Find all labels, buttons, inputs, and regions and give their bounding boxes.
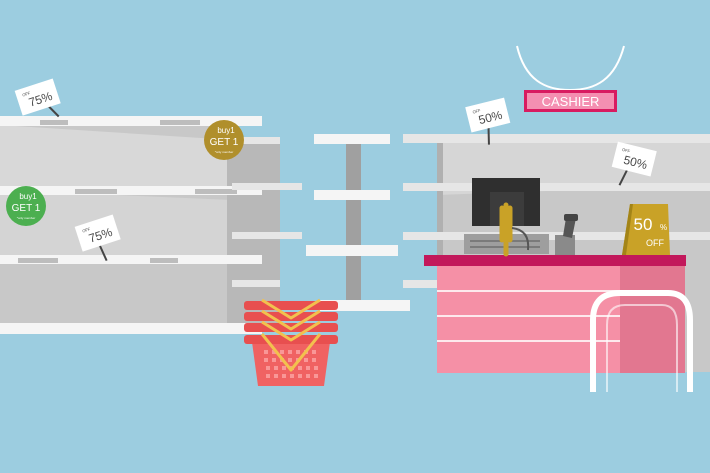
price-tag-percent: 50% <box>622 153 649 172</box>
right-shelf-board-1 <box>403 134 710 143</box>
middle-shelf-board <box>306 245 398 256</box>
price-tag: OFF 50% <box>611 141 657 186</box>
shopping-basket-stack <box>244 298 338 386</box>
promo-badge-circle <box>204 120 244 160</box>
left-shelf-unit <box>0 116 302 334</box>
promo-badge-line2: GET 1 <box>210 137 239 148</box>
right-shelf-board-2 <box>403 183 710 191</box>
counter-stripe <box>437 315 620 317</box>
price-tag-card <box>611 141 657 177</box>
shelf-label-strip <box>195 189 237 194</box>
price-tag-card <box>465 97 511 133</box>
price-tag: OFF 75% <box>74 214 121 262</box>
sign-hanging-wire <box>516 45 625 92</box>
left-shelf-board-3 <box>0 255 262 264</box>
shelf-label-strip <box>150 258 178 263</box>
shelf-label-strip <box>75 189 117 194</box>
basket-rim <box>244 301 338 310</box>
promo-badge-note: *only member <box>215 150 234 154</box>
left-shelf-board-1 <box>0 116 262 126</box>
price-tag-stick <box>98 243 108 262</box>
stand-off-label: OFF <box>646 238 664 248</box>
price-tag: OFF 50% <box>465 97 511 145</box>
side-shelf-board <box>232 280 280 287</box>
promo-badge-circle <box>6 186 46 226</box>
price-tag-stick <box>618 168 629 186</box>
cashier-sign: CASHIER <box>516 45 625 112</box>
price-tag-percent: 50% <box>477 108 504 127</box>
promo-badge-line1: buy1 <box>19 192 37 201</box>
promo-badge: buy1 GET 1 *only member <box>6 186 46 226</box>
scanner-handle <box>563 218 576 238</box>
basket-body <box>252 342 330 386</box>
stand-percent-sign: % <box>660 223 667 232</box>
shelf-label-strip <box>40 120 68 125</box>
cashier-sign-panel <box>527 93 614 109</box>
price-tag-card <box>74 214 121 252</box>
counter-discount-stand: 50 % OFF <box>622 204 670 255</box>
price-tag-card <box>14 78 61 116</box>
shelf-label-strip <box>160 120 200 125</box>
register-cable <box>499 202 513 257</box>
cash-register <box>464 178 549 257</box>
middle-shelf-board <box>314 134 390 144</box>
counter-side <box>620 263 685 373</box>
price-tag-off: OFF <box>472 108 482 115</box>
stand-percent: 50 <box>634 215 653 234</box>
price-tag-stick <box>487 126 490 145</box>
register-cord <box>511 227 530 251</box>
right-shelf-board-4 <box>403 280 443 288</box>
price-tag-off: OFF <box>22 90 32 97</box>
promo-badge-note: *only member <box>17 216 36 220</box>
promo-badge-line1: buy1 <box>217 126 235 135</box>
counter-stripe <box>437 290 620 292</box>
checkout-counter <box>424 255 693 392</box>
left-shelf-shade-1 <box>0 125 232 190</box>
basket-handles <box>260 298 322 372</box>
shelf-label-strip <box>18 258 58 263</box>
price-tag-off: OFF <box>82 226 92 233</box>
promo-badge: buy1 GET 1 *only member <box>204 120 244 160</box>
side-shelf-board <box>232 137 280 144</box>
price-tag: OFF 75% <box>14 78 61 118</box>
middle-shelf-board <box>320 300 410 311</box>
scanner-base <box>555 235 575 255</box>
counter-rail <box>590 290 693 392</box>
barcode-scanner <box>555 214 578 255</box>
left-shelf-board-4 <box>0 323 262 334</box>
scanner-head <box>564 214 578 221</box>
middle-shelf-board <box>314 190 390 200</box>
side-shelf-board <box>232 232 302 239</box>
middle-shelf-post <box>346 140 361 305</box>
cashier-sign-label: CASHIER <box>542 94 600 109</box>
middle-shelf-unit <box>306 134 410 311</box>
counter-stripe <box>437 340 620 342</box>
promo-badge-line2: GET 1 <box>12 203 41 214</box>
price-tag-off: OFF <box>622 147 632 154</box>
left-shelf-board-2 <box>0 186 262 195</box>
counter-top <box>424 255 686 266</box>
counter-rail-inner <box>606 304 678 392</box>
stand-edge <box>622 204 633 255</box>
side-shelf-board <box>232 183 302 190</box>
stand-board <box>622 204 670 255</box>
